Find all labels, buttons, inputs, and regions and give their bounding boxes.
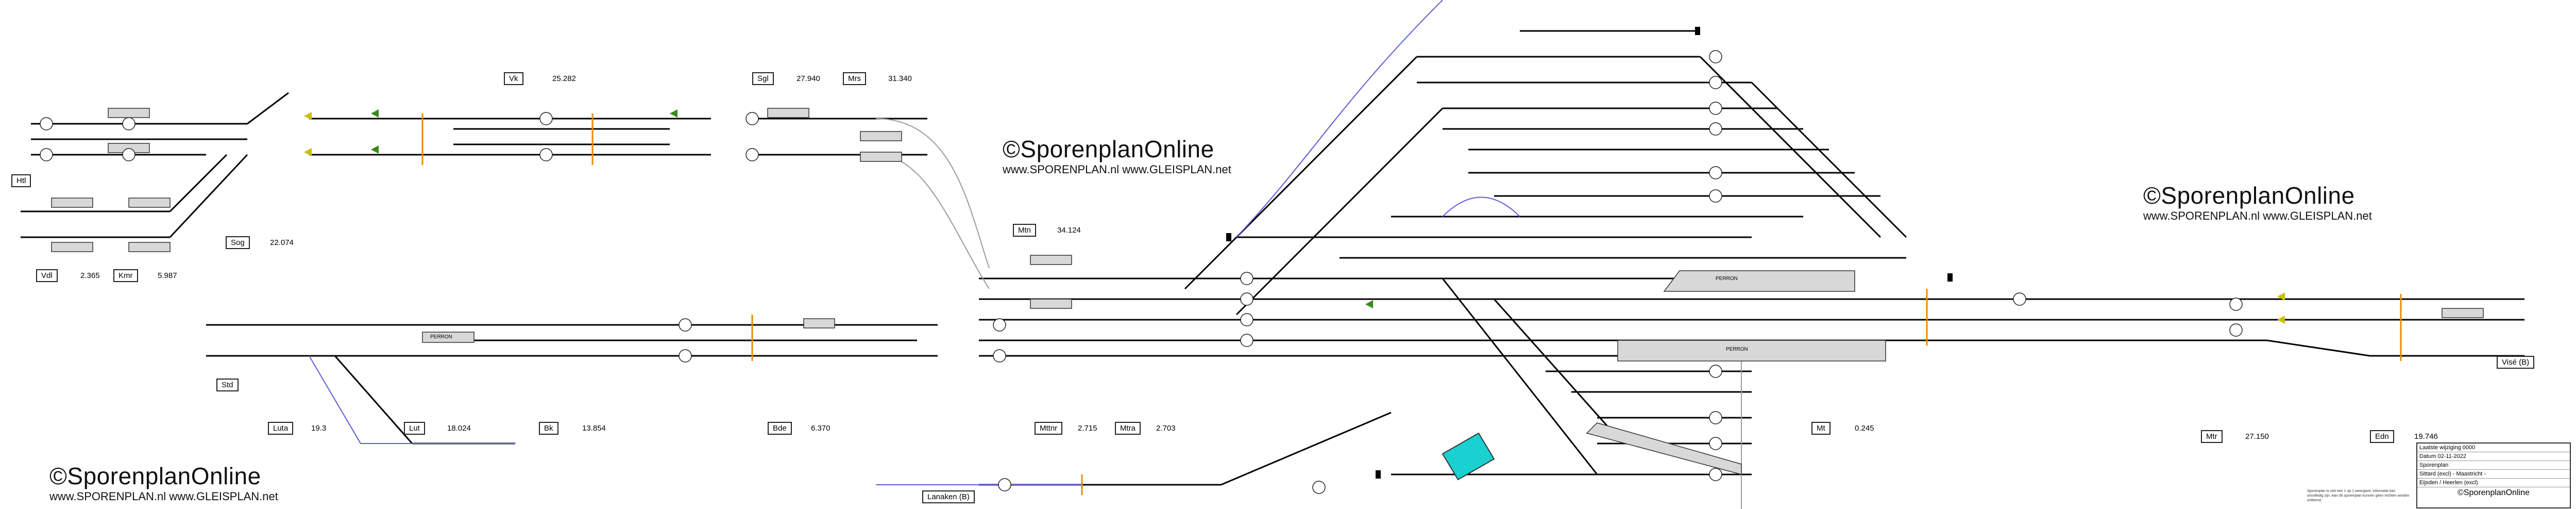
station-box-std: Std xyxy=(216,379,239,391)
grey-tracks xyxy=(875,118,1742,509)
main-tracks xyxy=(21,30,2524,486)
station-box-mtra: Mtra xyxy=(1115,422,1141,435)
legend-infobox: Laatste wijziging 0000 Datum 02-11-2022 … xyxy=(2416,442,2571,508)
copyright-symbol: © xyxy=(2458,488,2464,497)
station-box-mtn: Mtn xyxy=(1013,224,1037,237)
station-code: Bde xyxy=(773,424,787,433)
station-km: 27.940 xyxy=(796,74,820,83)
green-markers xyxy=(371,109,1373,308)
station-code: Mtra xyxy=(1120,424,1136,433)
station-code: Sog xyxy=(231,238,245,247)
station-km: 19.746 xyxy=(2414,432,2438,441)
station-km: 18.024 xyxy=(447,424,471,433)
copyright-symbol: © xyxy=(2143,182,2161,209)
station-code: Kmr xyxy=(118,271,133,280)
station-code: Edn xyxy=(2375,432,2389,441)
station-code: Lanaken (B) xyxy=(927,492,970,501)
station-box-htl: Htl xyxy=(11,174,31,187)
station-km: 19.3 xyxy=(311,424,327,433)
station-km: 25.282 xyxy=(552,74,576,83)
station-km: 27.150 xyxy=(2245,432,2269,441)
station-km: 5.987 xyxy=(158,271,177,280)
cyan-building xyxy=(1442,432,1495,481)
infobox-brand: ©SporenplanOnline xyxy=(2417,487,2570,499)
perron-label: PERRON xyxy=(1726,347,1748,352)
copyright-symbol: © xyxy=(49,463,67,489)
station-box-sog: Sog xyxy=(226,236,250,249)
station-box-bde: Bde xyxy=(768,422,792,435)
station-code: Htl xyxy=(16,176,26,185)
station-box-lut: Lut xyxy=(404,422,425,435)
station-code: Vk xyxy=(509,74,518,83)
station-box-vk: Vk xyxy=(504,72,523,85)
watermark-urls: www.SPORENPLAN.nl www.GLEISPLAN.net xyxy=(2143,209,2372,222)
station-km: 2.715 xyxy=(1078,424,1097,433)
infobox-row: Sittard (excl) - Maastricht - xyxy=(2417,470,2570,479)
station-code: Mt xyxy=(1817,424,1825,433)
station-code: Lut xyxy=(409,424,420,433)
station-km: 6.370 xyxy=(811,424,831,433)
station-box-mttnr: Mttnr xyxy=(1035,422,1063,435)
station-code: Sgl xyxy=(757,74,769,83)
yellow-markers xyxy=(304,112,2285,324)
station-code: Bk xyxy=(544,424,553,433)
blue-tracks xyxy=(309,0,1520,485)
station-box-edn: Edn xyxy=(2370,430,2394,443)
watermark-right: ©SporenplanOnline www.SPORENPLAN.nl www.… xyxy=(2143,182,2372,223)
watermark-bottom-left: ©SporenplanOnline www.SPORENPLAN.nl www.… xyxy=(49,462,278,503)
station-box-lanaken: Lanaken (B) xyxy=(922,490,975,503)
station-km: 0.245 xyxy=(1855,424,1874,433)
watermark-brand: SporenplanOnline xyxy=(67,463,261,489)
station-km: 13.854 xyxy=(582,424,606,433)
station-box-mtr: Mtr xyxy=(2201,430,2223,443)
signals xyxy=(40,50,2243,494)
infobox-row: Sporenplan xyxy=(2417,461,2570,470)
station-km: 34.124 xyxy=(1057,226,1081,235)
watermark-brand: SporenplanOnline xyxy=(2161,182,2355,209)
station-code: Vdl xyxy=(41,271,53,280)
infobox-row: Eijsden / Heerlen (excl) xyxy=(2417,479,2570,487)
station-box-sgl: Sgl xyxy=(752,72,774,85)
station-box-kmr: Kmr xyxy=(113,269,138,282)
perron-label: PERRON xyxy=(1716,276,1738,282)
station-km: 22.074 xyxy=(270,238,294,247)
infobox-row: Datum 02-11-2022 xyxy=(2417,452,2570,461)
station-box-luta: Luta xyxy=(268,422,294,435)
infobox-brand-text: SporenplanOnline xyxy=(2463,488,2530,497)
station-km: 2.703 xyxy=(1156,424,1176,433)
watermark-center: ©SporenplanOnline www.SPORENPLAN.nl www.… xyxy=(1003,135,1231,176)
station-code: Mtn xyxy=(1018,226,1031,235)
infobox-row: Laatste wijziging 0000 xyxy=(2417,444,2570,452)
disclaimer-notes: Sporenplan is niet een 1 op 1 weergave, … xyxy=(2307,489,2410,502)
station-code: Std xyxy=(222,381,233,389)
station-box-vdl: Vdl xyxy=(36,269,58,282)
station-code: Mrs xyxy=(848,74,861,83)
station-code: Luta xyxy=(273,424,289,433)
station-km: 31.340 xyxy=(888,74,912,83)
station-km: 2.365 xyxy=(80,271,100,280)
station-box-mrs: Mrs xyxy=(843,72,866,85)
orange-markers xyxy=(421,113,2402,495)
perron-label: PERRON xyxy=(430,334,452,340)
platforms xyxy=(51,108,2484,475)
station-code: Mttnr xyxy=(1040,424,1058,433)
copyright-symbol: © xyxy=(1003,136,1021,162)
station-box-vise: Visé (B) xyxy=(2497,356,2535,369)
station-code: Mtr xyxy=(2206,432,2217,441)
buffer-stops xyxy=(1226,27,1953,479)
station-box-mt: Mt xyxy=(1811,422,1831,435)
watermark-urls: www.SPORENPLAN.nl www.GLEISPLAN.net xyxy=(1003,163,1231,176)
watermark-brand: SporenplanOnline xyxy=(1020,136,1214,162)
watermark-urls: www.SPORENPLAN.nl www.GLEISPLAN.net xyxy=(49,490,278,503)
station-code: Visé (B) xyxy=(2502,358,2530,367)
station-box-bk: Bk xyxy=(539,422,558,435)
